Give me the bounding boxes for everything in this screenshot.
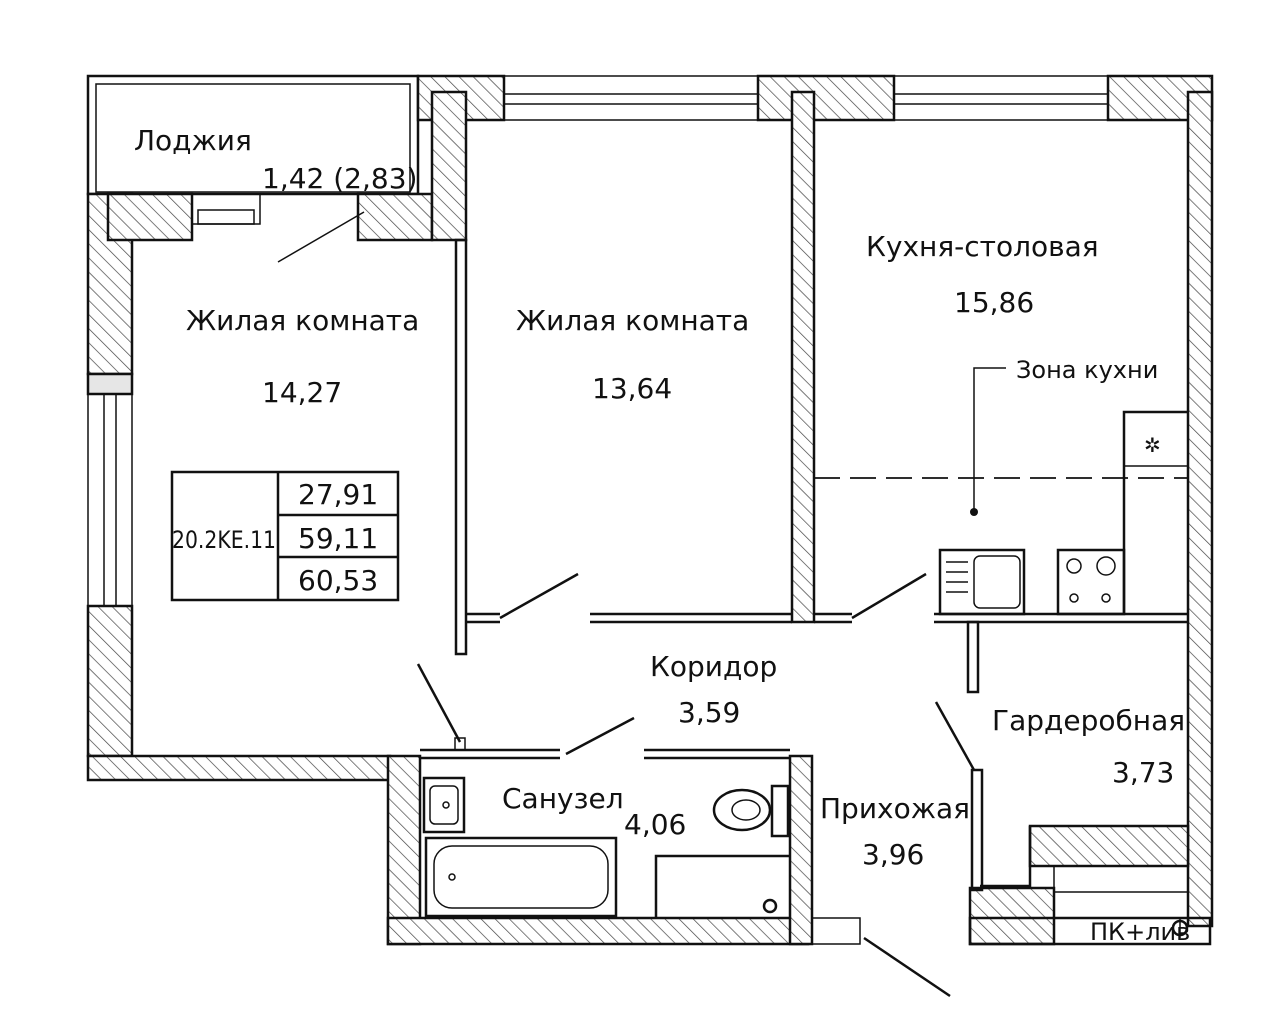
door-entrance <box>863 936 951 998</box>
wall-wardrobe-bottom <box>968 886 1056 946</box>
room-name-corridor: Коридор <box>650 650 777 683</box>
wall-bottom-bathroom <box>386 916 810 946</box>
bathtub <box>424 836 618 918</box>
labels: Лоджия 1,42 (2,83) Жилая комната 14,27 Ж… <box>134 124 1190 946</box>
info-table <box>170 470 400 602</box>
door-living2 <box>499 572 579 620</box>
kitchen-counter <box>1122 410 1188 614</box>
room-name-wardrobe: Гардеробная <box>992 704 1185 737</box>
room-name-living2: Жилая комната <box>516 304 749 337</box>
door-bathroom <box>565 716 635 756</box>
washbasin <box>422 776 466 834</box>
kitchen-zone-leader <box>973 367 1006 512</box>
bathroom-equipment <box>422 776 790 918</box>
door-wardrobe <box>934 701 976 771</box>
apartment-code: 20.2KE.11 <box>172 526 276 554</box>
wall-bottom-living1 <box>86 754 392 782</box>
room-area-corridor: 3,59 <box>678 696 740 729</box>
room-area-bathroom: 4,06 <box>624 808 686 841</box>
room-area-living2: 13,64 <box>592 372 672 405</box>
door-kitchen <box>851 572 927 620</box>
floor-drain <box>762 898 778 914</box>
wall-bathroom-left <box>386 754 422 946</box>
wall-top-living1-right <box>356 192 434 242</box>
area-value-3: 60,53 <box>298 564 378 597</box>
door-loggia <box>191 193 261 225</box>
room-name-kitchen: Кухня-столовая <box>866 230 1099 263</box>
room-area-hallway: 3,96 <box>862 838 924 871</box>
room-name-hallway: Прихожая <box>820 792 970 825</box>
doors <box>277 211 976 998</box>
kitchen-equipment: ✲ <box>814 367 1188 616</box>
room-name-bathroom: Санузел <box>502 782 624 815</box>
wall-top-2 <box>756 74 896 122</box>
room-area-kitchen: 15,86 <box>954 286 1034 319</box>
area-value-2: 59,11 <box>298 522 378 555</box>
room-area-living1: 14,27 <box>262 376 342 409</box>
wall-living1-living2-top <box>430 90 468 242</box>
partitions <box>420 612 1188 892</box>
window-left <box>87 393 133 607</box>
partition-living1-living2 <box>454 238 468 656</box>
toilet <box>712 788 772 832</box>
washing-machine-area <box>654 854 790 918</box>
wall-bathroom-right <box>788 754 814 946</box>
stove <box>1056 548 1126 616</box>
window-living2 <box>503 75 759 121</box>
shaft-top <box>1028 824 1190 868</box>
window-kitchen <box>893 75 1109 121</box>
room-name-living1: Жилая комната <box>186 304 419 337</box>
loggia-leader-line <box>277 211 365 263</box>
wall-top-living1-left <box>106 192 194 242</box>
wall-right <box>1186 90 1214 928</box>
room-area-loggia: 1,42 (2,83) <box>262 162 417 195</box>
area-value-1: 27,91 <box>298 478 378 511</box>
entrance-threshold <box>811 917 861 945</box>
room-name-loggia: Лоджия <box>134 124 252 157</box>
exhaust-icon: ✲ <box>1144 433 1161 457</box>
door-living1 <box>416 663 462 743</box>
wall-living2-kitchen <box>790 90 816 624</box>
kitchen-zone-label: Зона кухни <box>1016 356 1158 384</box>
wall-left-bottom <box>86 604 134 758</box>
sink <box>938 548 1026 616</box>
toilet-tank <box>770 784 790 838</box>
walls <box>86 74 1214 946</box>
wall-left-pillar <box>86 372 134 396</box>
loggia-inner-outline <box>95 83 411 193</box>
wall-bottom-right <box>968 916 1212 946</box>
room-area-wardrobe: 3,73 <box>1112 756 1174 789</box>
